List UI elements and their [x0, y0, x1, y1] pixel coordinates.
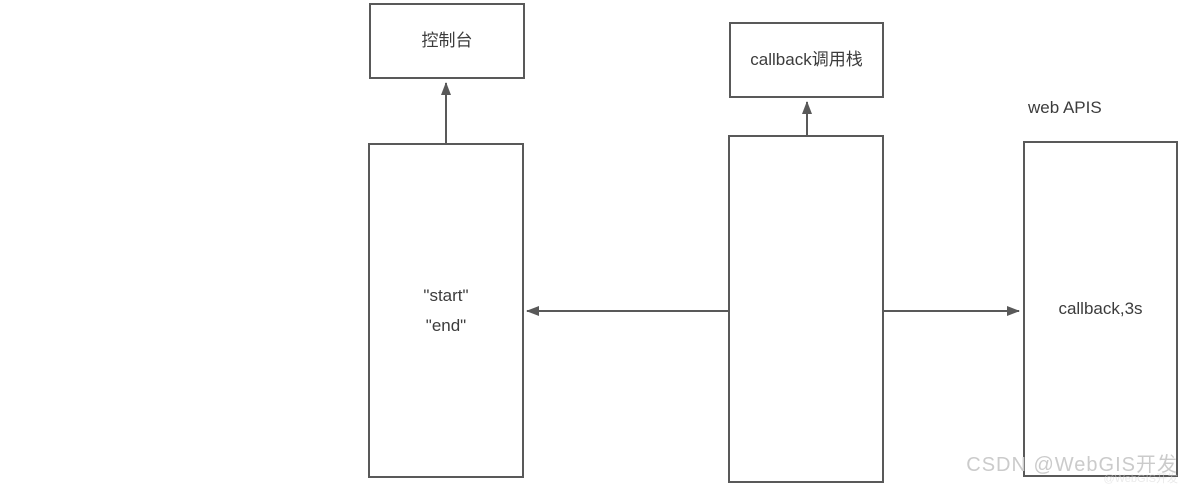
console-box: 控制台: [369, 3, 525, 79]
stack-box: [728, 135, 884, 483]
webapis-label: web APIS: [1028, 98, 1102, 117]
watermark-text: CSDN @WebGIS开发: [966, 454, 1178, 476]
output-line-start: "start": [423, 285, 469, 305]
console-box-label: 控制台: [421, 31, 473, 50]
output-line-end: "end": [425, 315, 467, 335]
output-box: "start" "end": [368, 143, 524, 478]
watermark-sub-text: @WebGIS开发: [1103, 473, 1178, 485]
webapis-box: callback,3s: [1023, 141, 1178, 477]
callstack-box: callback调用栈: [729, 22, 884, 98]
webapis-box-text: callback,3s: [1058, 299, 1143, 318]
callstack-box-label: callback调用栈: [750, 50, 863, 69]
